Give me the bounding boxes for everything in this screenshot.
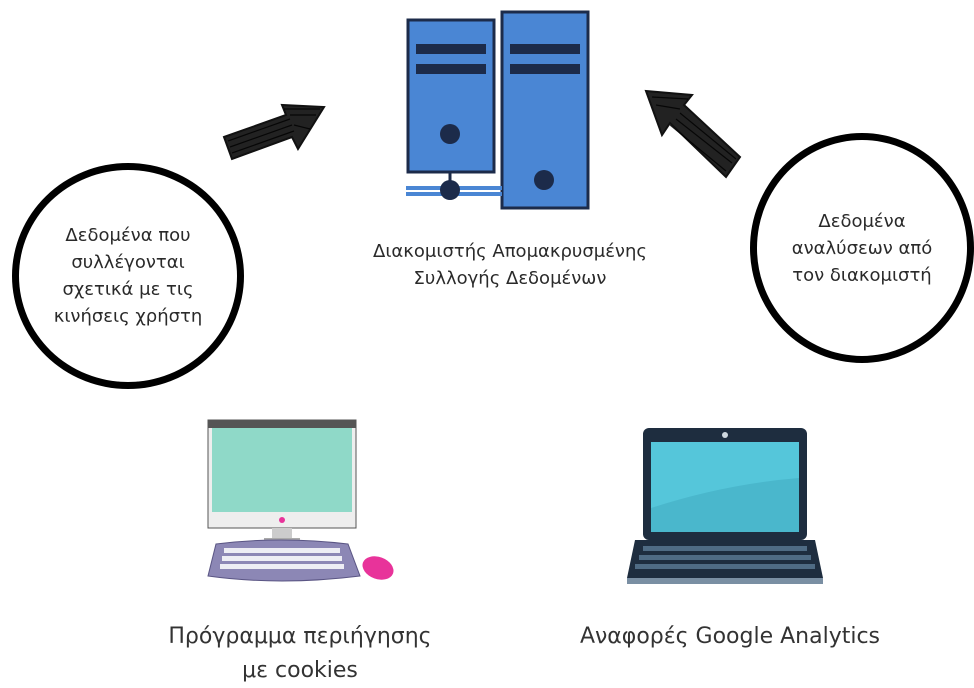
user-data-bubble: Δεδομένα που συλλέγονται σχετικά με τις …	[12, 163, 244, 389]
server-label: Διακομιστής Απομακρυσμένης Συλλογής Δεδο…	[373, 241, 647, 289]
desktop-computer-icon	[207, 419, 394, 582]
laptop-icon	[627, 428, 823, 584]
arrow-up-left-icon	[644, 89, 742, 179]
analytics-data-bubble: Δεδομένα αναλύσεων από τον διακομιστή	[750, 133, 974, 363]
server-icon	[406, 10, 590, 210]
analytics-data-text: Δεδομένα αναλύσεων από τον διακομιστή	[791, 210, 933, 286]
desktop-caption: Πρόγραμμα περιήγησης με cookies	[168, 624, 432, 683]
user-data-text: Δεδομένα που συλλέγονται σχετικά με τις …	[53, 225, 203, 327]
arrow-up-right-icon	[222, 103, 326, 161]
laptop-caption: Αναφορές Google Analytics	[579, 624, 881, 649]
